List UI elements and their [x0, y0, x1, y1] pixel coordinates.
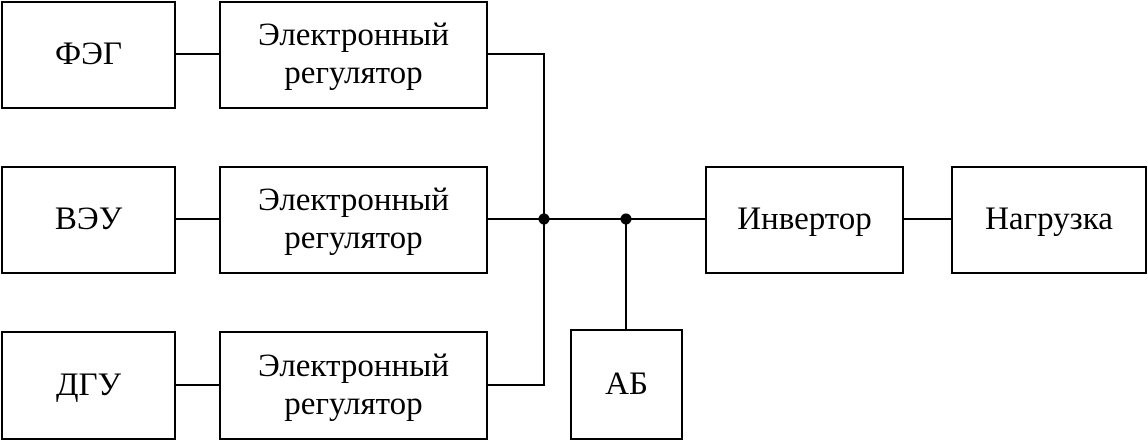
source-label-dgu: ДГУ — [56, 366, 121, 403]
source-box-veu: ВЭУ — [1, 166, 176, 274]
regulator-box-3: Электронный регулятор — [219, 331, 488, 440]
source-box-feg: ФЭГ — [1, 1, 176, 109]
regulator-label-2: Электронный регулятор — [257, 182, 450, 256]
junction-dot-bus — [538, 213, 550, 225]
inverter-label: Инвертор — [737, 201, 872, 238]
source-box-dgu: ДГУ — [1, 331, 176, 440]
source-label-veu: ВЭУ — [54, 201, 123, 238]
battery-label: АБ — [605, 365, 648, 402]
regulator-box-2: Электронный регулятор — [219, 166, 488, 274]
regulator-box-1: Электронный регулятор — [219, 1, 488, 109]
load-label: Нагрузка — [985, 201, 1113, 238]
junction-dot-battery — [620, 213, 632, 225]
source-label-feg: ФЭГ — [55, 36, 122, 73]
battery-box: АБ — [570, 329, 683, 440]
inverter-box: Инвертор — [705, 166, 904, 274]
load-box: Нагрузка — [951, 166, 1147, 274]
regulator-label-1: Электронный регулятор — [257, 17, 450, 91]
regulator-label-3: Электронный регулятор — [257, 347, 450, 422]
